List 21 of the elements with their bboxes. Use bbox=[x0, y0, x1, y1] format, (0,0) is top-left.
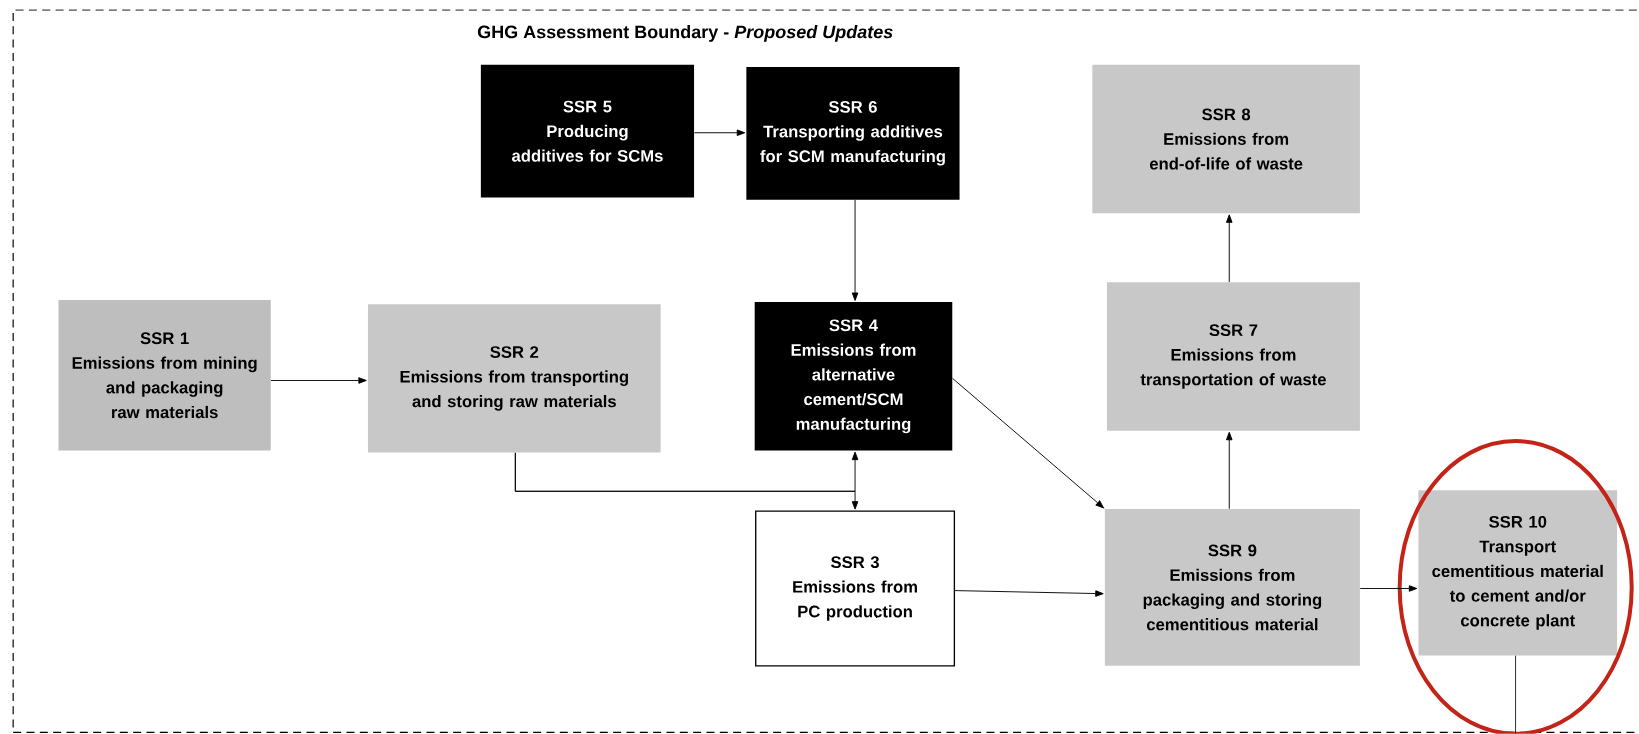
arrow bbox=[851, 199, 859, 302]
process-box: SSR 4 Emissions from alternative cement/SCM manufacturing bbox=[754, 302, 953, 451]
process-box: SSR 2 Emissions from transporting and storing raw materials bbox=[367, 304, 661, 453]
arrow bbox=[1226, 214, 1233, 283]
process-box: SSR 6 Transporting additives for SCM manufacturing bbox=[746, 67, 960, 200]
process-box: SSR 9 Emissions from packaging and storing cementitious material bbox=[1104, 509, 1360, 666]
process-box: SSR 7 Emissions from transportation of waste bbox=[1107, 282, 1360, 431]
process-box: SSR 8 Emissions from end-of-life of waste bbox=[1092, 64, 1360, 214]
process-box: SSR 1 Emissions from mining and packaging raw materials bbox=[58, 300, 271, 451]
arrow bbox=[270, 377, 367, 384]
process-box: SSR 5 Producing additives for SCMs bbox=[480, 64, 695, 198]
process-box: SSR 3 Emissions from PC production bbox=[755, 510, 956, 667]
boundary-title: GHG Assessment Boundary - Proposed Updates bbox=[477, 25, 893, 42]
arrow bbox=[693, 129, 746, 137]
arrow bbox=[1359, 585, 1418, 592]
arrow bbox=[1226, 431, 1233, 510]
boundary-box bbox=[12, 9, 1639, 733]
process-box: SSR 10 Transport cementitious material to cement and/or concrete plant bbox=[1418, 490, 1618, 656]
arrow bbox=[952, 378, 1104, 509]
arrow bbox=[954, 590, 1104, 597]
arrow bbox=[514, 452, 859, 510]
